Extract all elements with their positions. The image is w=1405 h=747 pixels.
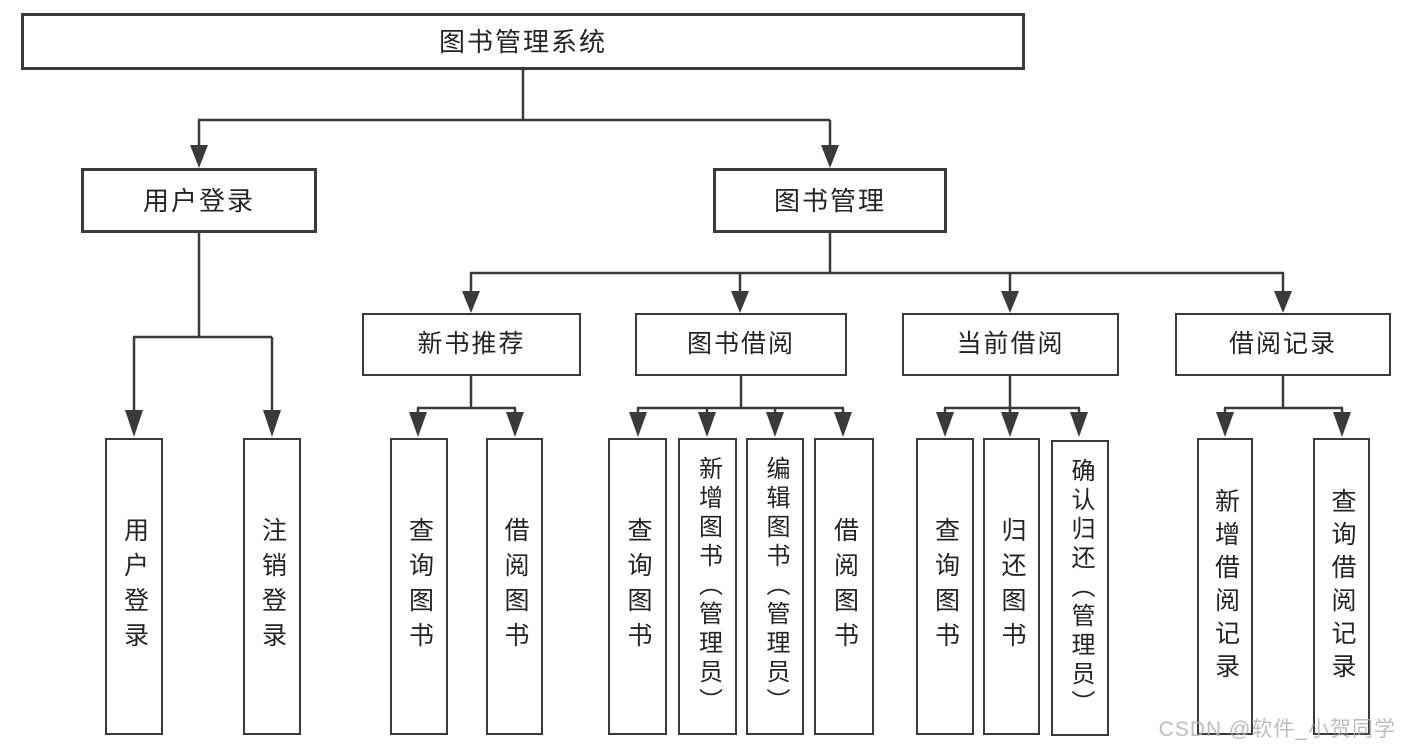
leaf-query-borrow-record: 查询借阅记录 bbox=[1313, 438, 1370, 735]
node-book-management: 图书管理 bbox=[713, 168, 947, 233]
leaf-borrow-query-books: 查询图书 bbox=[608, 438, 667, 735]
leaf-return-books: 归还图书 bbox=[983, 438, 1040, 735]
node-current-borrow: 当前借阅 bbox=[902, 313, 1119, 376]
csdn-watermark: CSDN @软件_小贺同学 bbox=[1158, 718, 1396, 741]
leaf-user-login: 用户登录 bbox=[105, 438, 163, 735]
node-library-management-system: 图书管理系统 bbox=[21, 13, 1025, 70]
leaf-edit-book-admin: 编辑图书（管理员） bbox=[746, 438, 804, 735]
leaf-logout: 注销登录 bbox=[243, 438, 301, 735]
node-borrow-records: 借阅记录 bbox=[1175, 313, 1391, 376]
leaf-current-query-books: 查询图书 bbox=[916, 438, 974, 735]
leaf-confirm-return-admin: 确认归还（管理员） bbox=[1051, 440, 1109, 736]
leaf-recommend-query-books: 查询图书 bbox=[390, 438, 448, 735]
node-book-borrow: 图书借阅 bbox=[635, 313, 847, 376]
leaf-add-book-admin: 新增图书（管理员） bbox=[678, 438, 737, 735]
leaf-borrow-books: 借阅图书 bbox=[814, 438, 874, 735]
leaf-add-borrow-record: 新增借阅记录 bbox=[1197, 438, 1253, 735]
leaf-recommend-borrow-books: 借阅图书 bbox=[486, 438, 543, 735]
node-user-login: 用户登录 bbox=[81, 168, 317, 233]
arrowheads bbox=[125, 145, 1351, 437]
node-new-book-recommend: 新书推荐 bbox=[362, 313, 581, 376]
